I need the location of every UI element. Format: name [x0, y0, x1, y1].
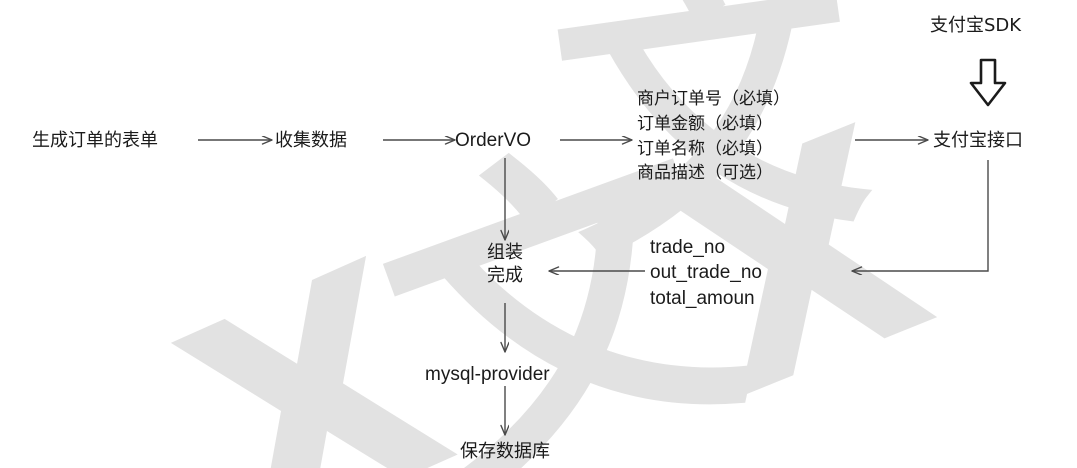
trade-param-item: total_amoun: [650, 287, 755, 309]
assemble-line-1: 组装: [487, 242, 523, 263]
edge-alipay-api-to-params: [852, 160, 989, 271]
node-mysql-provider[interactable]: mysql-provider: [425, 364, 550, 385]
order-field-item: 商户订单号（必填）: [637, 89, 790, 109]
node-ordervo[interactable]: OrderVO: [455, 130, 532, 151]
node-collect-data[interactable]: 收集数据: [275, 130, 347, 151]
node-assemble-complete[interactable]: 组装 完成: [468, 241, 542, 288]
hollow-down-arrow-icon: [969, 58, 1007, 107]
trade-param-item: out_trade_no: [650, 262, 762, 284]
order-field-item: 商品描述（可选）: [637, 163, 773, 184]
trade-param-item: trade_no: [650, 237, 726, 258]
node-alipay-api[interactable]: 支付宝接口: [933, 130, 1023, 151]
node-save-database[interactable]: 保存数据库: [460, 441, 550, 462]
order-field-list: 商户订单号（必填） 订单金额（必填） 订单名称（必填） 商品描述（可选）: [637, 87, 790, 186]
order-field-item: 订单金额（必填）: [637, 113, 773, 134]
node-form[interactable]: 生成订单的表单: [32, 130, 158, 151]
order-field-item: 订单名称（必填）: [637, 138, 773, 159]
node-alipay-sdk[interactable]: 支付宝SDK: [930, 15, 1022, 36]
watermark-char: X: [138, 198, 493, 468]
trade-param-list: trade_no out_trade_no total_amoun: [650, 235, 762, 311]
assemble-line-2: 完成: [487, 265, 523, 287]
